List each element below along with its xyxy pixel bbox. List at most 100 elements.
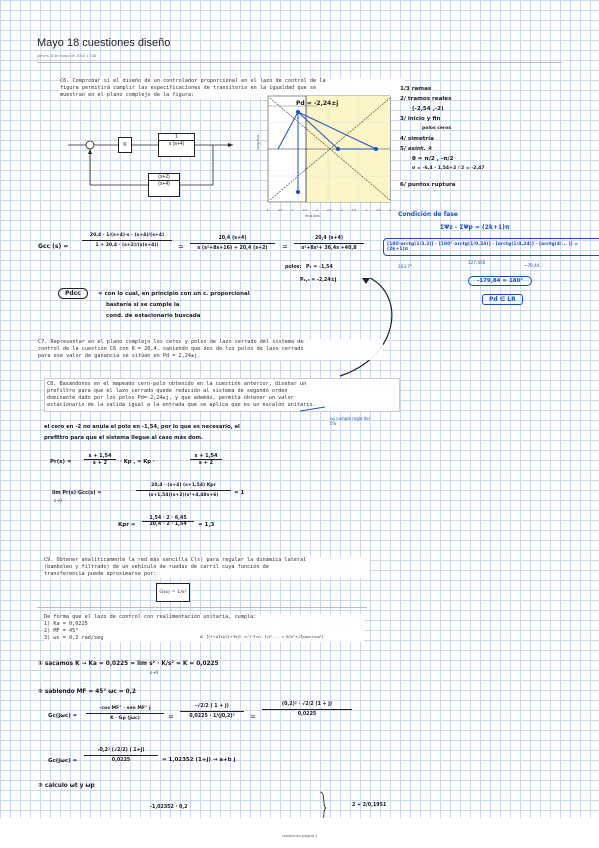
page-footer: cuestiones página 1: [281, 833, 318, 838]
frac-num: 20,4 · 1/(s+4)·s · (s+4)/(s+4): [82, 233, 172, 241]
phase-result: -179,84 ≈ 180°: [468, 276, 533, 286]
root-locus-plot: [267, 95, 391, 203]
frac-num: -√2/2 ( 1 + j): [180, 704, 244, 712]
feedback-num: (s+2): [149, 174, 179, 181]
plant-block: 1 s (s+4): [158, 133, 195, 157]
pole-p1: P₁ = -1,54: [306, 265, 333, 270]
c8-note: no cumple regla del 5%: [330, 416, 370, 426]
c9-line: C9. Obtener analíticamente la red más se…: [44, 557, 307, 563]
frac-num: 20,4 (s+4): [190, 236, 275, 244]
note-line: = con lo cual, en principio con un c. pr…: [98, 291, 250, 297]
note-line: σ = -6,4 - 1,54+2 / 2 = -2,47: [412, 166, 485, 171]
gc2-frac: -0,2² (√2/2) ( 1+j) 0,0225: [84, 748, 158, 763]
spec-line: 3) ωc = 0,2 rad/seg: [44, 635, 104, 641]
note-line: θ = π/2 , -π/2: [412, 156, 454, 162]
note-line: 2/ tramos reales: [400, 96, 452, 102]
c9-line: (bamboleo y filtrado) de un vehículo de …: [44, 564, 269, 570]
step3-frag2: 2 + 2/0,1951: [352, 803, 387, 808]
pole-p23: P₂,₃ = -2,24±j: [300, 278, 337, 283]
tick-label: 0: [389, 208, 391, 212]
c6-question: C6. Comprobar si el diseño de un control…: [60, 78, 405, 99]
step1-sub: s→0: [150, 670, 158, 675]
pr-frac2: s + 1,54 s + 2: [190, 453, 222, 466]
spec-line: 1) Ka = 0,0225: [44, 621, 88, 627]
frac-num: s + 1,54: [84, 453, 116, 460]
c6-line: figura permitirá cumplir las especificac…: [60, 85, 317, 91]
spec-formula: K · [(1+aTs)/(1+Ts)] · e^(-T₁s) · 1/s² ,…: [200, 634, 324, 639]
polos-label: polos:: [285, 265, 302, 270]
phase-terms: [180-arctg(1/3,2)] - [180°-arctg(1/0,24)…: [383, 238, 599, 256]
pr-lhs: Pr(s) =: [50, 459, 72, 465]
c7-line: para ese valor de ganancia se sitúan en …: [38, 353, 201, 359]
c8-line: estacionario de la salida igual a la ent…: [47, 402, 316, 408]
tick-label: -1.5: [351, 208, 357, 212]
gc1-lhs: Gc(jωc) =: [48, 713, 78, 719]
frac-num: -cos MF° - sen MF° j: [86, 706, 164, 714]
pd-in-lr: Pd ∈ LR: [482, 294, 523, 305]
gc2-lhs: Gc(jωc) =: [48, 758, 78, 764]
curved-arrow: [339, 277, 393, 377]
tick-label: -3.5: [301, 208, 307, 212]
rlocus-rules: 1/3 ramas 2/ tramos reales (-2,54 ,-2) 3…: [400, 84, 520, 190]
gc1-mid: -√2/2 ( 1 + j) 0,0225 · 1/(j0,2)²: [180, 704, 244, 719]
tick-label: -5: [266, 208, 269, 212]
phase-eq: ΣΨz - ΣΨp = (2k+1)π: [440, 224, 510, 231]
spec-line: 2) MF = 45°: [44, 628, 79, 634]
rlocus-xlabel: Real Axis: [305, 214, 320, 218]
c8-line: dominante dado por los polos Pd=-2,24±j,…: [47, 395, 294, 401]
eq-sign: =: [282, 243, 288, 251]
c6-line: C6. Comprobar si el diseño de un control…: [60, 78, 326, 84]
gcc-frac1: 20,4 · 1/(s+4)·s · (s+4)/(s+4) 1 + 20,4 …: [82, 233, 172, 248]
frac-num: s + 1,54: [190, 453, 222, 460]
note-line: 5/ asínt. ②: [400, 146, 433, 152]
frac-den: 1 + 20,4 · (s+2)/(s(s+4)): [95, 243, 159, 248]
frac-num: (0,2)² · √2/2 (1 + j): [262, 702, 352, 710]
note-line: polos ceros: [422, 126, 451, 131]
note-line: (-2,54 ,-2): [412, 106, 444, 112]
tick-label: -1: [364, 208, 368, 212]
tick-label: -4: [290, 208, 294, 212]
c6-line: muestran en el plano complejo de la figu…: [60, 92, 195, 98]
c9-plant-box: G(s) = 1/s²: [156, 583, 190, 602]
phase-val: 163,7°: [398, 264, 413, 269]
tick-label: -2: [339, 208, 343, 212]
tick-label: -4.5: [277, 208, 283, 212]
plant-num: 1: [159, 134, 194, 141]
frac-num: 1,54 · 2 · 6,45: [142, 516, 194, 522]
note-line: 6/ puntos ruptura: [400, 182, 456, 188]
eq-sign: =: [250, 713, 256, 721]
c7-question: C7. Representar en el plano complejo los…: [38, 339, 383, 360]
pr-mid: · Kp , = Kp ·: [120, 459, 155, 465]
rlocus-ticks: -5 -4.5 -4 -3.5 -3 -2.5 -2 -1.5 -1 -0.5 …: [266, 208, 391, 212]
frac-num: 20,4 · (s+4) (s+1,54) Kpr: [136, 483, 231, 491]
tick-label: -0.5: [375, 208, 381, 212]
lim-frac: 20,4 · (s+4) (s+1,54) Kpr (s+1,54)(s+2)(…: [136, 483, 231, 498]
pdcc-badge: Pdcc: [58, 288, 88, 299]
c9-line: transferencia puede aproximarse por:: [44, 571, 157, 577]
note-line: bastaría si se cumple la: [106, 302, 180, 308]
pd-label: Pd = -2,24±j: [296, 100, 339, 107]
frac-num: 20,4 (s+4): [294, 236, 364, 244]
c7-line: C7. Representar en el plano complejo los…: [38, 339, 304, 345]
lim-rhs: = 1: [234, 490, 245, 496]
frac-den: s (s²+8s+16) + 20,4 (s+2): [197, 246, 268, 251]
c9-question: C9. Obtener analíticamente la red más se…: [44, 557, 370, 578]
c8-hand1: el cero en -2 no anula el polo en -1,54,…: [44, 424, 240, 430]
feedback-den: (s+4): [158, 181, 170, 187]
frac-den: 0,0225 · 1/(j0,2)²: [189, 714, 235, 719]
frac-den: s + 2: [198, 460, 214, 466]
frac-den: K · Gp (jωc): [110, 716, 140, 721]
gain-block: K: [118, 137, 132, 153]
frac-den: s³+8s²+ 36,4s +40,8: [301, 246, 357, 251]
c8-line: C8. Basándonos en el mapeado cero-polo o…: [47, 381, 307, 387]
frac-den: 0,0225: [297, 712, 317, 717]
spec-line: De forma que el lazo de control con real…: [44, 614, 257, 620]
gc1-frac: -cos MF° - sen MF° j K · Gp (jωc): [86, 706, 164, 721]
gcc-lhs: Gcc (s) =: [38, 243, 69, 250]
lim-lhs: lim Pr(s)·Gcc(s) =: [52, 490, 102, 496]
note-line: 1/3 ramas: [400, 86, 432, 92]
frac-den: (s+1,54)(s+2)(s²+4,48s+6): [148, 493, 219, 498]
gcc-frac3: 20,4 (s+4) s³+8s²+ 36,4s +40,8: [294, 236, 364, 251]
phase-title: Condición de fase: [398, 211, 458, 218]
gc2-rhs: = 1,02352 (1+j) → a+b j: [162, 757, 236, 763]
